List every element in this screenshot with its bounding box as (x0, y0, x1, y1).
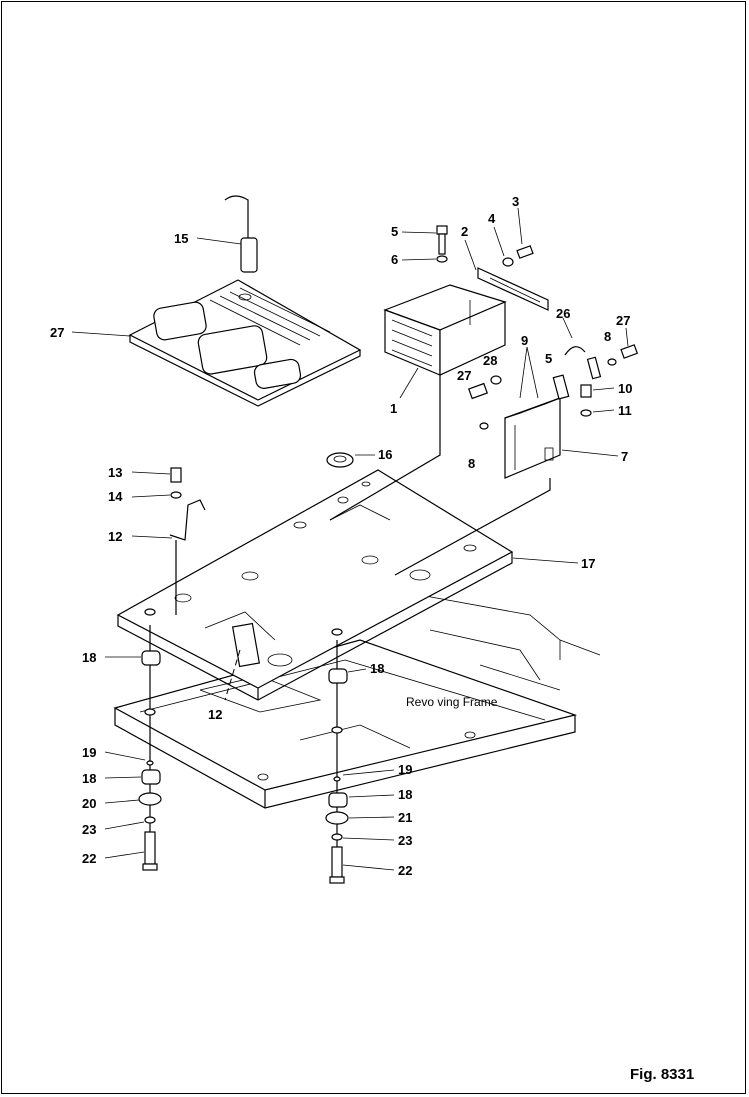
callout-18-upper-right: 18 (370, 661, 384, 676)
mount-stack-left (138, 608, 162, 871)
callout-21: 21 (398, 810, 412, 825)
callout-18-lower-right: 18 (398, 787, 412, 802)
floor-mat (128, 279, 362, 407)
washer-6 (436, 255, 448, 263)
callout-5: 5 (391, 224, 398, 239)
callout-2: 2 (461, 224, 468, 239)
callout-19-left: 19 (82, 745, 96, 760)
washer-8-right (607, 358, 617, 366)
washer-8-left (479, 422, 489, 430)
bracket-26 (552, 346, 602, 400)
washer-28 (490, 375, 502, 385)
callout-26: 26 (556, 306, 570, 321)
grommet-16 (326, 452, 354, 468)
callout-4: 4 (488, 211, 496, 226)
callout-20: 20 (82, 796, 96, 811)
callout-13: 13 (108, 465, 122, 480)
bolt-13 (170, 467, 182, 483)
bolt-10 (580, 384, 592, 398)
bracket-2 (477, 267, 549, 311)
callout-18-upper-left: 18 (82, 650, 96, 665)
mount-stack-right (325, 628, 349, 884)
callout-18-lower-left: 18 (82, 771, 96, 786)
callout-11: 11 (618, 403, 632, 418)
nut-4 (502, 257, 514, 267)
callout-7: 7 (621, 449, 628, 464)
callout-14: 14 (108, 489, 123, 504)
callout-6: 6 (391, 252, 398, 267)
callout-10: 10 (618, 381, 632, 396)
figure-caption: Fig. 8331 (630, 1066, 695, 1083)
washer-11 (580, 409, 592, 417)
bolt-27-left (468, 382, 488, 400)
callout-22-right: 22 (398, 863, 412, 878)
callout-3: 3 (512, 194, 519, 209)
wire-from-controller (394, 478, 551, 576)
washer-14 (170, 491, 182, 499)
callout-27-left: 27 (457, 368, 471, 383)
box-1 (383, 284, 507, 376)
bolt-3 (516, 245, 534, 259)
callout-8-right: 8 (604, 329, 611, 344)
callout-28: 28 (483, 353, 497, 368)
callout-15: 15 (174, 231, 188, 246)
lever-15 (224, 195, 258, 273)
callout-27-right: 27 (616, 313, 630, 328)
callout-5-bracket: 5 (545, 351, 552, 366)
callout-1: 1 (390, 401, 397, 416)
floor-plate (116, 469, 514, 701)
bolt-5 (436, 225, 448, 255)
callout-23-right: 23 (398, 833, 412, 848)
callout-12: 12 (108, 529, 122, 544)
callout-22-left: 22 (82, 851, 96, 866)
callout-24: 27 (50, 325, 64, 340)
callout-19-right: 19 (398, 762, 412, 777)
controller-box-7 (504, 397, 561, 479)
callout-23-left: 23 (82, 822, 96, 837)
callout-numbers: 15 27 5 6 2 4 3 1 9 28 27 26 27 5 8 10 1… (50, 194, 632, 878)
callout-12-lower: 12 (208, 707, 222, 722)
revolving-frame-label: Revo ving Frame (406, 695, 498, 709)
bracket-12 (169, 499, 206, 615)
leader-lines (71, 207, 629, 871)
revolving-frame: Revo ving Frame (113, 594, 601, 809)
callout-9: 9 (521, 333, 528, 348)
callout-8-left: 8 (468, 456, 475, 471)
callout-16: 16 (378, 447, 392, 462)
callout-17: 17 (581, 556, 595, 571)
wire-from-box (329, 375, 441, 521)
bolt-27-right (620, 344, 639, 359)
